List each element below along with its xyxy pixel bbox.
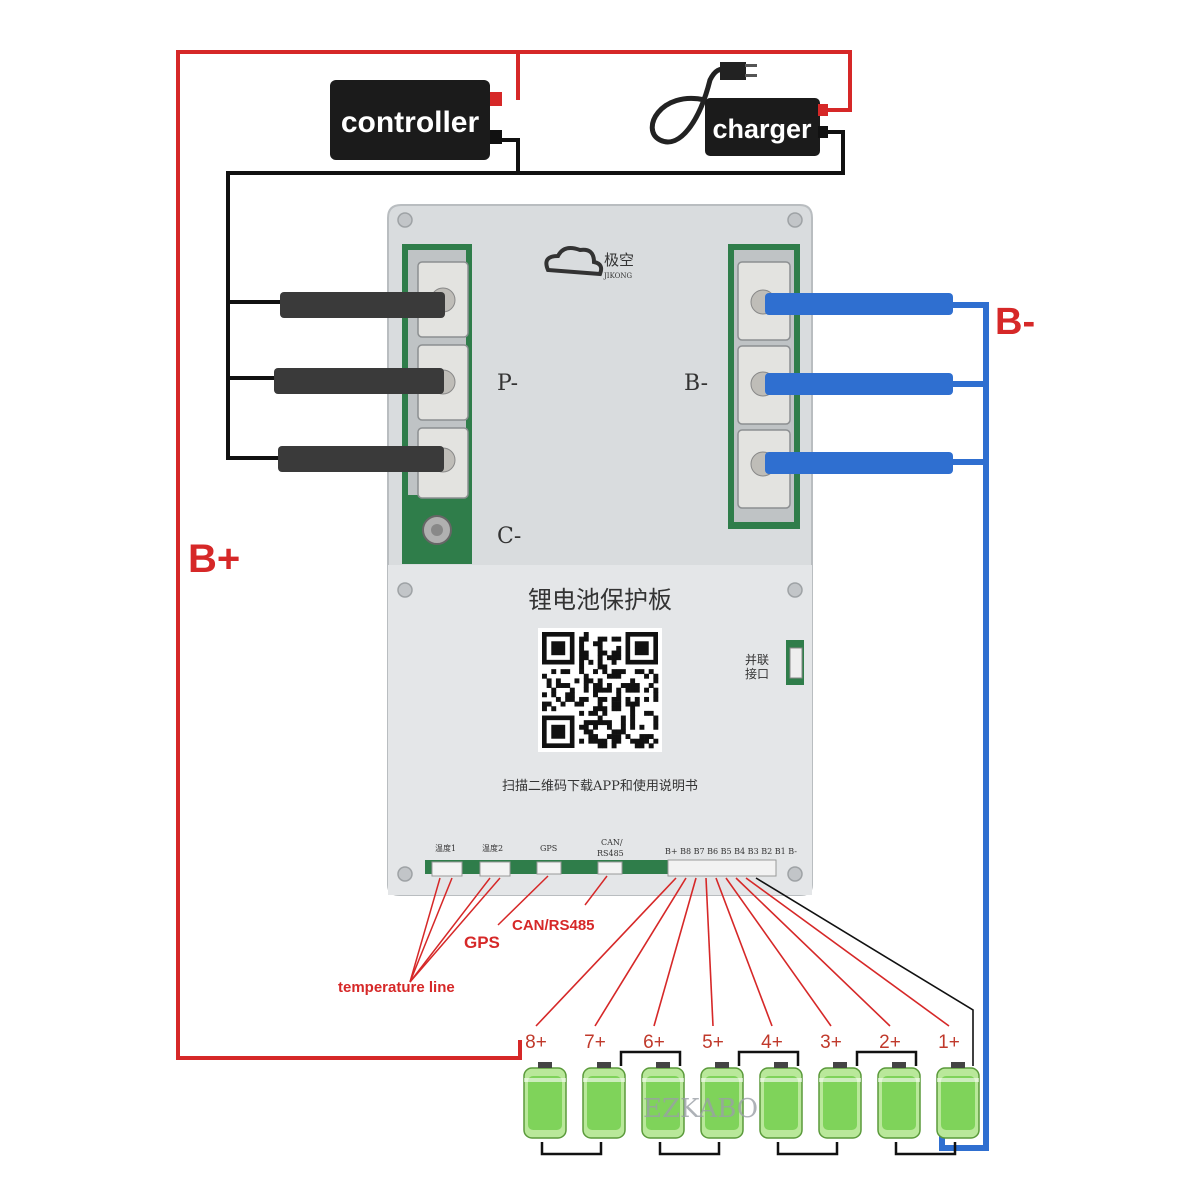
jikong-logo: 极空 JIKONG [544,246,634,280]
plug-icon [720,62,746,80]
b-minus-label: B- [995,301,1035,343]
balance-wire [725,877,832,1027]
battery-cell: 5+ [700,1032,744,1139]
b-minus-cable [765,293,953,315]
watermark: EZKABO [643,1094,758,1124]
p-minus-label: P- [497,371,518,396]
series-link [540,1142,603,1156]
parallel-port-label-2: 接口 [745,666,769,681]
cell-label: 7+ [584,1032,606,1053]
series-link [855,1050,918,1066]
can-rs485-annotation: CAN/RS485 [512,917,595,934]
b-minus-wires [939,302,989,1151]
battery-cells: 8+ 7+ 6+ 5+ 4+ 3+ 2+ 1+ [523,1032,980,1156]
charger-box: charger [649,62,828,156]
battery-cell: 3+ [818,1032,862,1139]
balance-wire [705,877,714,1027]
board-title: 锂电池保护板 [528,586,672,614]
b-minus-cable [765,452,953,474]
balance-wire [735,877,891,1027]
cell-label: 3+ [820,1032,842,1053]
parallel-port-label-1: 并联 [745,653,769,667]
cloud-icon [544,246,604,277]
screw-holes [397,212,803,882]
battery-cell: 7+ [582,1032,626,1139]
port-gps-label: GPS [540,844,557,853]
charger-label: charger [712,114,812,144]
series-link [619,1050,682,1066]
b-plus-label: B+ [188,537,240,581]
charger-cable [649,66,727,145]
port-rs485-label: RS485 [597,849,624,858]
cable-sleeves [274,292,953,474]
cell-label: 4+ [761,1032,783,1053]
battery-cell: 2+ [877,1032,921,1139]
port-connectors [425,859,777,877]
series-link [658,1142,721,1156]
cell-label: 1+ [938,1032,960,1053]
parallel-port: 并联 接口 [745,640,804,685]
qr-code [538,628,662,752]
balance-wire [653,877,697,1027]
balance-wire [715,877,773,1027]
cell-label: 5+ [702,1032,724,1053]
scan-instruction: 扫描二维码下载APP和使用说明书 [502,778,698,794]
port-can-label: CAN/ [601,838,623,847]
b-minus-cable [765,373,953,395]
battery-cell: 1+ [936,1032,980,1139]
bms-board: 极空 JIKONG P- B- C- 锂电池保护板 扫描二维码下载APP和使用说… [387,204,813,896]
brand-cn: 极空 [604,251,634,269]
cell-label: 2+ [879,1032,901,1053]
p-minus-cable [274,368,444,394]
temperature-line-annotation: temperature line [338,979,455,996]
cell-label: 8+ [525,1032,547,1053]
p-minus-cable [280,292,445,318]
b-minus-terminal-block [728,244,800,529]
balance-wire-negative [755,877,974,1066]
balance-wire [535,877,677,1027]
p-minus-cable [278,446,444,472]
battery-cell: 6+ [641,1032,685,1139]
balance-wire [745,877,950,1027]
cell-label: 6+ [643,1032,665,1053]
balance-wires [535,877,974,1066]
b-minus-board-label: B- [684,371,708,396]
balance-header-label: B+ B8 B7 B6 B5 B4 B3 B2 B1 B- [665,847,797,856]
controller-box: controller [330,80,502,160]
controller-label: controller [341,106,480,139]
port-temp2-label: 温度2 [482,843,503,853]
balance-wire [594,877,687,1027]
port-temp1-label: 温度1 [435,843,456,853]
balance-connector [667,859,777,877]
series-link [776,1142,839,1156]
gps-annotation: GPS [464,933,500,952]
battery-cell: 8+ [523,1032,567,1139]
battery-cell: 4+ [759,1032,803,1139]
sensor-lines [409,875,608,983]
b-plus-wire [176,50,852,1060]
series-link [894,1142,957,1156]
brand-en: JIKONG [603,272,632,280]
c-minus-label: C- [497,524,521,549]
series-link [737,1050,800,1066]
